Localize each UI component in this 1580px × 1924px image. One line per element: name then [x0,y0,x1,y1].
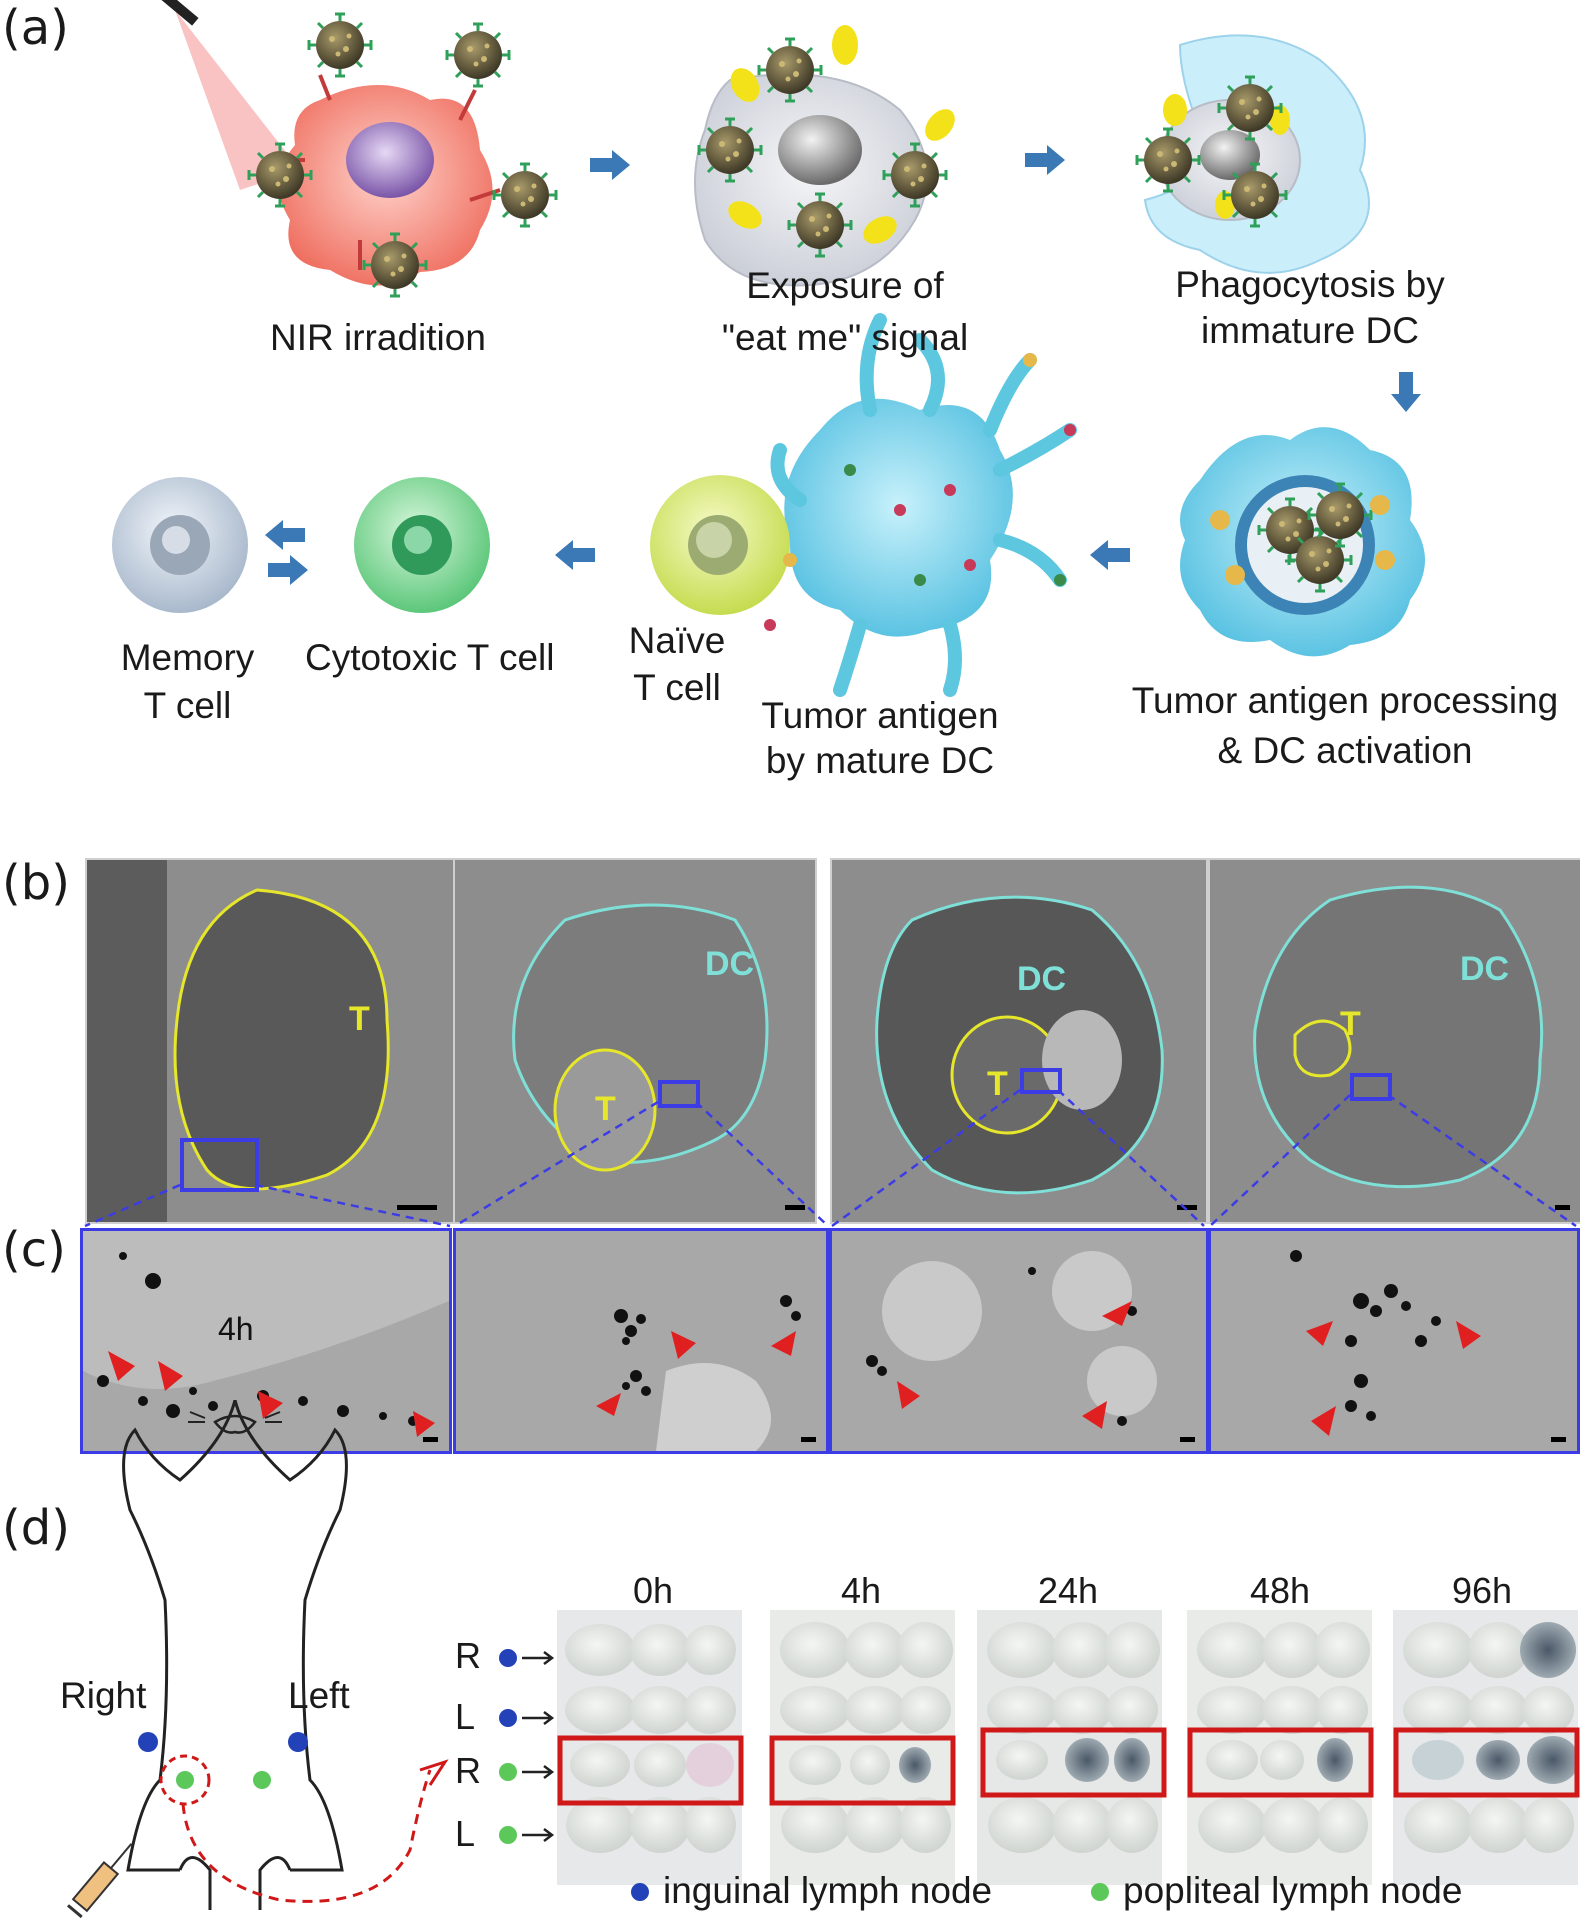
caption-naive-line2: T cell [633,667,721,708]
caption-processing-line1: Tumor antigen processing [1131,680,1559,721]
time-label-4h: 4h [218,1311,254,1347]
scale-bar-3 [1177,1205,1197,1210]
caption-phagocytosis-line1: Phagocytosis by [1175,264,1445,305]
scale-bar-c4 [1551,1437,1566,1442]
label-t-cell-3: T [987,1065,1008,1103]
label-t-cell-4: T [1340,1005,1361,1043]
scale-bar-1 [397,1205,437,1210]
panel-a-illustration [112,0,1425,697]
scale-bar-c2 [801,1437,816,1442]
panel-label-a: (a) [2,0,69,56]
time-header-0h: 0h [632,1570,674,1611]
scale-bar-2 [785,1205,805,1210]
zoom-image-3 [829,1228,1209,1454]
caption-exposure-line1: Exposure of [746,265,944,306]
tem-image-1: T [85,858,455,1224]
legend-inguinal-label: inguinal lymph node [663,1870,993,1911]
photo-96h [1393,1610,1579,1885]
caption-memory-line2: T cell [143,685,232,726]
panel-label-b: (b) [2,855,70,911]
caption-cytotoxic-t-cell: Cytotoxic T cell [305,637,555,678]
legend-popliteal-label: popliteal lymph node [1123,1870,1463,1911]
caption-mature-dc-line1: Tumor antigen [761,695,999,736]
caption-nir-irradiation: NIR irradition [270,317,486,358]
tem-image-4: DC T [1208,858,1580,1224]
panel-label-d: (d) [2,1500,70,1556]
tem-image-2: DC T [453,858,817,1224]
photo-0h [557,1610,742,1885]
mouse-schematic [66,1400,449,1919]
caption-phagocytosis-line2: immature DC [1201,310,1419,351]
caption-memory-line1: Memory [120,637,255,678]
zoom-image-4 [1208,1228,1580,1454]
zoom-image-2 [453,1228,829,1454]
row-label-l-popliteal: L [455,1813,476,1854]
label-right-side: Right [60,1675,147,1716]
row-label-r-popliteal: R [455,1750,481,1791]
lymph-node-photos [557,1610,1580,1885]
zoom-image-1: 4h [80,1228,452,1454]
caption-exposure-line2: "eat me" signal [721,317,969,358]
scale-bar-c3 [1180,1437,1195,1442]
label-left-side: Left [288,1675,350,1716]
row-label-r-inguinal: R [455,1635,481,1676]
caption-naive-line1: Naïve [628,620,726,661]
scale-bar-4 [1555,1205,1570,1210]
legend-popliteal-marker [1091,1883,1109,1901]
photo-24h [977,1610,1162,1885]
label-dc-4: DC [1460,950,1510,988]
scale-bar-c1 [423,1437,438,1442]
zoom-connectors [84,1088,1577,1228]
caption-processing-line2: & DC activation [1217,730,1473,771]
panel-label-c: (c) [2,1222,66,1278]
time-header-48h: 48h [1249,1570,1311,1611]
time-header-96h: 96h [1451,1570,1513,1611]
photo-48h [1187,1610,1372,1885]
time-header-4h: 4h [840,1570,882,1611]
label-dc-2: DC [705,945,755,983]
row-markers [499,1649,555,1844]
highlight-boxes [557,1727,1580,1806]
time-header-24h: 24h [1037,1570,1099,1611]
photo-4h [770,1610,955,1885]
label-t-cell-2: T [595,1090,616,1128]
legend-inguinal-marker [631,1883,649,1901]
caption-mature-dc-line2: by mature DC [765,740,995,781]
label-dc-3: DC [1017,960,1067,998]
row-label-l-inguinal: L [455,1696,476,1737]
label-t-cell-1: T [349,1000,370,1038]
